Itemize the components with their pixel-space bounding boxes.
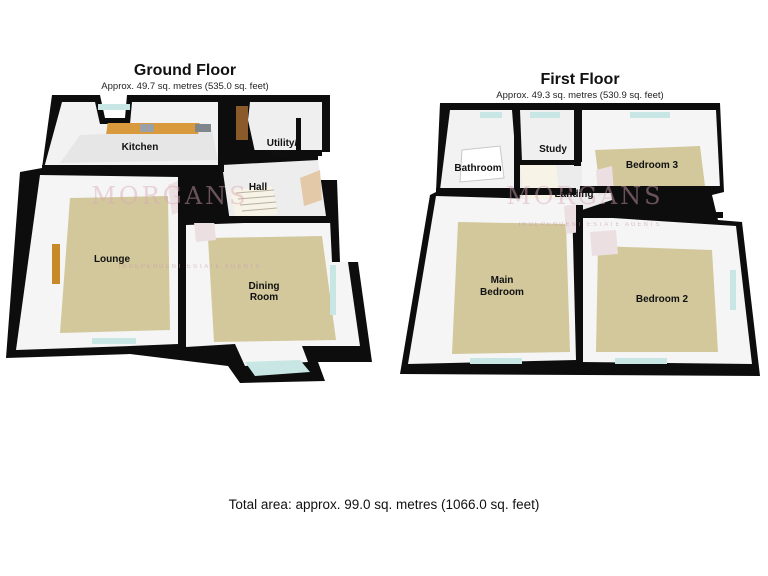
kitchen-sink <box>140 124 154 132</box>
wall-bath-study <box>514 110 520 190</box>
wall-landing-bed3 <box>580 186 720 193</box>
utility-door <box>236 106 248 140</box>
first-floor-plan: MORGANS INDEPENDENT ESTATE AGENTS Bathro… <box>400 103 760 376</box>
stairs <box>230 186 278 220</box>
watermark-first-sub: INDEPENDENT ESTATE AGENTS <box>518 222 661 228</box>
wall-landing-bed2 <box>583 212 723 218</box>
wall-lounge-dining <box>178 172 185 350</box>
room-label-landing: Landing <box>555 189 594 200</box>
watermark-ground: MORGANS <box>91 182 248 210</box>
room-label-hall: Hall <box>249 182 268 193</box>
bedroom2-floor <box>596 246 718 352</box>
ground-floor-plan: MORGANS INDEPENDENT ESTATE AGENTS Kitche… <box>6 95 372 383</box>
room-label-bedroom3: Bedroom 3 <box>626 160 679 171</box>
wall-study-bed3 <box>574 108 581 166</box>
main-bedroom-floor <box>452 222 570 354</box>
bedroom2-door <box>590 230 618 256</box>
room-label-study: Study <box>539 144 567 155</box>
wall-kitchen-hall <box>218 102 224 168</box>
room-label-room: Room <box>250 292 278 303</box>
first-floor-title: First Floor <box>540 71 620 88</box>
wall-kitchen-lounge <box>42 165 224 172</box>
bedroom2-window <box>615 358 667 364</box>
bedroom2-side-window <box>730 270 736 310</box>
main-bedroom-window <box>470 358 522 364</box>
dining-door <box>194 220 216 242</box>
wall-upper-lower <box>436 188 576 195</box>
lounge-floor <box>60 196 170 333</box>
room-label-utility: Utility/ <box>267 138 298 149</box>
wall-utility-side <box>296 118 301 152</box>
wall-main-bed2 <box>576 205 583 365</box>
ground-floor-title: Ground Floor <box>133 62 237 79</box>
kitchen-window <box>98 104 130 110</box>
dining-side-window <box>330 265 336 315</box>
front-door <box>300 170 322 206</box>
wall-utility <box>222 150 322 156</box>
kitchen-hob <box>195 124 211 132</box>
lounge-window <box>92 338 136 344</box>
wall-hall-dining <box>185 216 335 223</box>
first-floor-area: Approx. 49.3 sq. metres (530.9 sq. feet) <box>496 90 664 101</box>
dining-floor <box>208 236 336 342</box>
watermark-ground-sub: INDEPENDENT ESTATE AGENTS <box>118 264 261 270</box>
study-floor <box>520 110 574 162</box>
bathroom-window <box>480 112 502 118</box>
watermark-first: MORGANS <box>506 182 663 210</box>
room-label-kitchen: Kitchen <box>122 142 159 153</box>
lounge-fireplace <box>52 244 60 284</box>
kitchen-tile-floor <box>60 130 218 163</box>
total-area: Total area: approx. 99.0 sq. metres (106… <box>228 497 540 512</box>
dining-bay-window <box>245 360 310 376</box>
room-label-bedroom2: Bedroom 2 <box>636 294 689 305</box>
room-label-lounge: Lounge <box>94 254 131 265</box>
study-window <box>530 112 560 118</box>
bedroom3-window <box>630 112 670 118</box>
bath-tub <box>459 145 505 183</box>
ground-floor-area: Approx. 49.7 sq. metres (535.0 sq. feet) <box>101 81 269 92</box>
room-label-dining: Dining <box>248 281 279 292</box>
utility-floor <box>248 102 322 152</box>
room-label-bathroom: Bathroom <box>454 163 501 174</box>
room-label-wc: WC <box>272 149 289 160</box>
room-label-main: Main <box>491 275 514 286</box>
wall-study-landing <box>520 160 574 165</box>
bedroom3-floor <box>595 146 705 188</box>
room-label-main-bedroom: Bedroom <box>480 287 524 298</box>
